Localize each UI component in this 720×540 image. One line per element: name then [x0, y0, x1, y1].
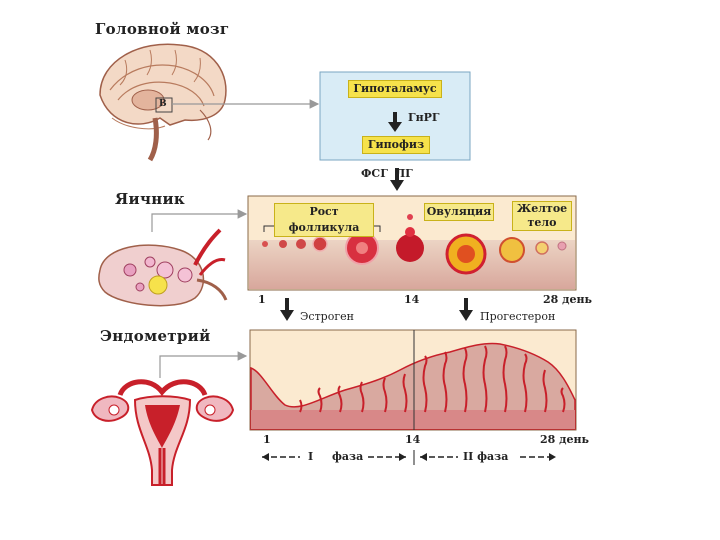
corpus-luteum-label: Желтое тело — [512, 201, 572, 231]
pituitary-label: Гипофиз — [362, 136, 430, 154]
ovary-axis-end: 28 день — [543, 293, 592, 306]
endometrium-axis-mid: 14 — [405, 433, 420, 446]
ovary-pointer-arrow — [152, 214, 246, 232]
follicle-growth-label: Рост фолликула — [274, 203, 374, 237]
phase-axis — [262, 450, 556, 465]
ovulating-follicle — [396, 234, 424, 262]
progesterone-label: Прогестерон — [480, 310, 555, 323]
estrogen-label: Эстроген — [300, 310, 354, 323]
follicle-3 — [296, 239, 306, 249]
ovary-illustration — [99, 230, 226, 306]
ovary-axis-mid: 14 — [404, 293, 419, 306]
brain-section-title: Головной мозг — [95, 20, 229, 38]
corpus-luteum-line1: Желтое — [517, 202, 567, 215]
ovary-axis-start: 1 — [258, 293, 266, 306]
phase-one-word: фаза — [332, 450, 363, 463]
follicle-1 — [262, 241, 268, 247]
brain-region-marker: В — [159, 99, 167, 109]
corpus-luteum-large-core — [457, 245, 475, 263]
corpus-luteum-line2: тело — [528, 216, 557, 229]
endometrium-basal-layer — [251, 410, 575, 429]
follicle-2 — [279, 240, 287, 248]
corpus-albicans — [558, 242, 566, 250]
endometrium-axis-start: 1 — [263, 433, 271, 446]
uterus-illustration — [92, 382, 233, 485]
endometrium-pointer-arrow — [160, 356, 246, 378]
corpus-luteum-small — [536, 242, 548, 254]
phase-one-number: I — [308, 450, 313, 463]
estrogen-arrow-head — [280, 310, 294, 321]
ovary-section-title: Яичник — [115, 190, 185, 208]
endometrium-axis-end: 28 день — [540, 433, 589, 446]
gnrh-label: ГнРГ — [408, 111, 440, 124]
ovulating-follicle-top — [405, 227, 415, 237]
progesterone-arrow-head — [459, 310, 473, 321]
endometrium-section-title: Эндометрий — [100, 327, 211, 345]
hypothalamus-label: Гипоталамус — [348, 80, 442, 98]
follicle-4 — [313, 237, 327, 251]
fsh-lh-label: ФСГ ЛГ — [361, 167, 413, 180]
follicle-5-core — [356, 242, 368, 254]
released-ovum — [407, 214, 413, 220]
phase-two-label: II фаза — [463, 450, 508, 463]
ovulation-label: Овуляция — [424, 203, 494, 221]
fsh-arrow-head — [390, 180, 404, 191]
corpus-luteum-medium — [500, 238, 524, 262]
